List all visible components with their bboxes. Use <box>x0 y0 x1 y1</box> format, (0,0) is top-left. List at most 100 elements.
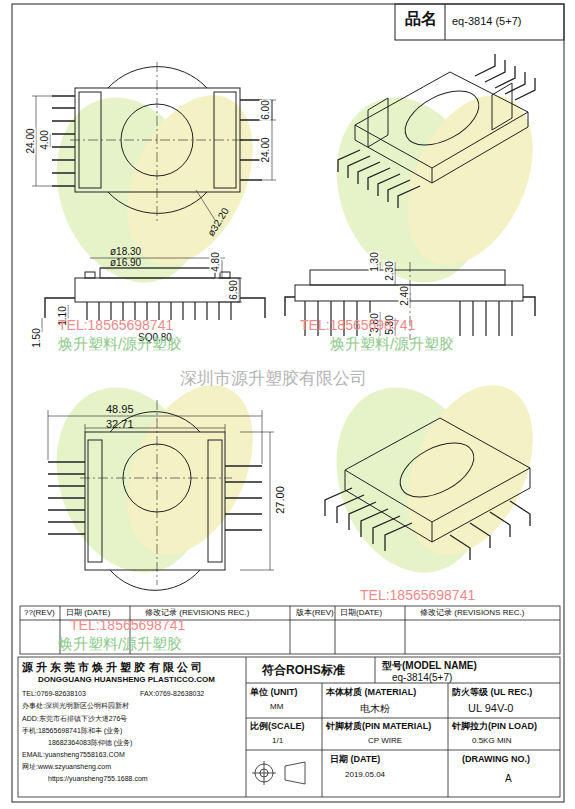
contact-info: EMAIL:yuansheng7558163.COM <box>22 751 125 759</box>
dimension: 6.90 <box>228 279 239 300</box>
dimension: ø18.30 <box>110 246 141 257</box>
dimension: 27.00 <box>274 485 286 515</box>
contact-info: TEL:0769-82638103 <box>22 690 86 698</box>
bottom-view <box>48 462 85 534</box>
top-view <box>157 62 158 222</box>
table-cell: 单位 (UNIT) <box>250 688 298 698</box>
table-cell: 日期 (DATE) <box>66 609 110 618</box>
watermark: TEL:18565698741 <box>360 588 475 603</box>
logo-watermark <box>382 365 558 575</box>
table-cell: 针脚材质(PIN MATERIAL) <box>326 722 431 732</box>
revision-table <box>20 606 560 654</box>
dimension: ø16.90 <box>110 257 141 268</box>
table-cell: 修改记录 (REVISIONS REC.) <box>145 609 249 618</box>
watermark: 焕升塑料/源升塑胶 <box>330 336 454 353</box>
iso-view-top <box>355 72 528 168</box>
company-name: DONGGUANG HUANSHENG PLASTICCO.COM <box>38 676 215 685</box>
table-cell: 型号(MODEL NAME) <box>382 660 477 671</box>
watermark: 焕升塑料/源升塑胶 <box>58 636 182 653</box>
logo-watermark <box>32 75 558 593</box>
top-view <box>70 140 245 141</box>
table-cell: A <box>505 773 512 784</box>
bottom-view <box>85 432 225 570</box>
sheet-border <box>395 4 564 40</box>
logo-watermark <box>102 75 278 285</box>
watermark: TEL:18565698741 <box>300 318 415 333</box>
revision-table <box>20 606 560 654</box>
table-cell: 针脚拉力(PIN LOAD) <box>452 722 537 732</box>
table-cell: eq-3814(5+7) <box>392 672 452 683</box>
table-cell: CP WIRE <box>368 737 402 746</box>
bottom-view <box>80 478 232 479</box>
title-block <box>18 657 560 797</box>
iso-view-bottom <box>391 432 482 508</box>
header-label: 品名 <box>405 10 437 28</box>
front-view <box>75 278 240 302</box>
revision-table <box>20 606 560 654</box>
contact-info: 手机:18565698741陈和丰 (业务) <box>22 727 122 735</box>
model-name: eq-3814 (5+7) <box>452 15 521 27</box>
top-view <box>32 62 276 222</box>
contact-info: 18682364083陈仰德 (业务) <box>48 739 132 747</box>
table-cell: 1/1 <box>272 737 283 746</box>
contact-info: ADD:东莞市石排镇下沙大道276号 <box>22 715 127 723</box>
table-cell: 比例(SCALE) <box>250 722 305 732</box>
bottom-view <box>88 440 102 562</box>
table-cell: 日期(DATE) <box>340 609 382 618</box>
contact-info: 网址:www.szyuansheng.com <box>22 763 111 771</box>
table-cell: 符合ROHS标准 <box>262 664 345 677</box>
table-cell: (DRAWING NO.) <box>462 755 530 765</box>
dimension: 2.40 <box>399 285 410 306</box>
table-cell: 防火等级 (UL REC.) <box>452 688 532 698</box>
dimension: 48.95 <box>106 403 134 415</box>
dimension: 24.00 <box>25 127 36 154</box>
watermark: 深圳市源升塑胶有限公司 <box>180 370 367 389</box>
title-block <box>18 657 560 797</box>
table-cell: 版本(REV) <box>296 609 334 618</box>
iso-view-top <box>338 150 420 208</box>
sheet-border <box>12 4 564 802</box>
table-cell: 日期 (DATE) <box>330 755 380 765</box>
top-view <box>52 96 75 186</box>
watermark: TEL:18565698741 <box>58 318 173 333</box>
table-cell: UL 94V-0 <box>468 702 513 714</box>
table-cell: 0.5KG MIN <box>472 737 512 746</box>
bottom-view <box>110 412 200 591</box>
table-cell: 电木粉 <box>360 703 390 714</box>
dimension: 32.71 <box>106 418 134 430</box>
dimension: 1.30 <box>369 251 380 272</box>
iso-view-top <box>396 80 487 156</box>
table-cell: MM <box>270 703 283 712</box>
front-view <box>45 298 265 318</box>
table-cell: 修改记录 (REVISIONS REC.) <box>420 609 524 618</box>
logo-watermark <box>102 365 278 575</box>
dimension: 6.00 <box>260 99 271 120</box>
contact-info: FAX:0769-82638032 <box>140 690 204 698</box>
bottom-view <box>225 466 262 530</box>
front-view <box>220 272 230 278</box>
company-name: 源 升 东 莞 市 焕 升 塑 胶 有 限 公 司 <box>22 661 202 673</box>
front-view <box>90 258 225 268</box>
bottom-view <box>208 440 222 562</box>
top-view <box>196 190 215 220</box>
front-view <box>85 272 95 278</box>
dimension: 4.80 <box>210 251 221 272</box>
sheet-border <box>445 4 446 40</box>
title-block <box>246 657 560 797</box>
watermark: 焕升塑料/源升塑胶 <box>58 336 182 353</box>
contact-info: 办事处:深圳光明新区公明科园新村 <box>22 702 129 710</box>
side-view <box>310 270 505 285</box>
side-view <box>285 262 535 340</box>
table-cell: 2019.05.04 <box>345 771 385 780</box>
title-block <box>252 761 305 785</box>
iso-view-bottom <box>325 418 530 560</box>
iso-view-top <box>338 54 535 208</box>
watermark: TEL:18565698741 <box>70 618 185 633</box>
dimension: 1.50 <box>31 327 42 348</box>
bottom-view <box>48 400 274 590</box>
iso-view-top <box>475 54 535 100</box>
table-cell: ??(REV) <box>24 609 55 618</box>
iso-view-bottom <box>450 501 530 560</box>
dimension: ø32.20 <box>205 206 231 238</box>
